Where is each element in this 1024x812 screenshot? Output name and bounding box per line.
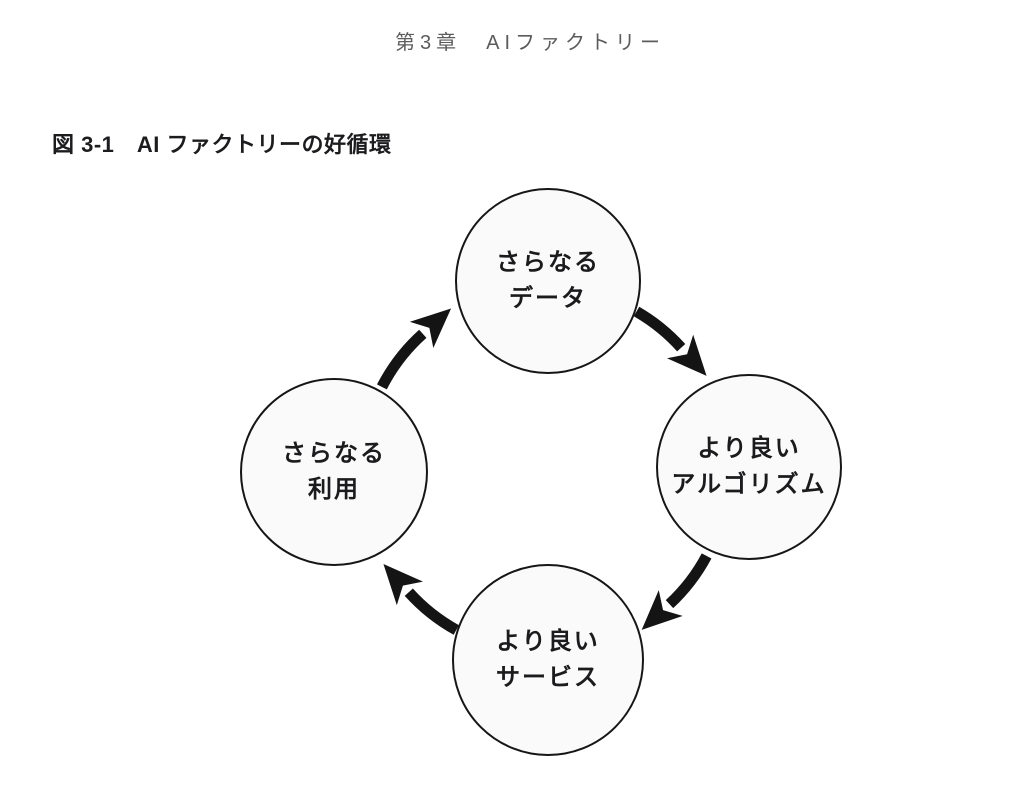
node-label-line: アルゴリズム <box>671 471 827 498</box>
arrow-service-to-usage <box>383 563 460 635</box>
node-label-line: より良い <box>697 435 801 463</box>
node-label-line: 利用 <box>308 476 360 503</box>
node-label-line: サービス <box>496 664 600 691</box>
node-label-line: より良い <box>496 628 600 656</box>
cycle-node-data: さらなる データ <box>455 188 641 374</box>
node-label-line: データ <box>509 285 587 312</box>
node-label-service: より良い サービス <box>496 624 600 695</box>
cycle-node-usage: さらなる 利用 <box>240 378 428 566</box>
node-label-algorithm: より良い アルゴリズム <box>671 431 826 502</box>
arrow-usage-to-data <box>377 308 452 390</box>
arrow-algorithm-to-service <box>641 553 712 630</box>
running-header: 第3章 AIファクトリー <box>394 32 666 54</box>
cycle-node-algorithm: より良い アルゴリズム <box>656 374 842 560</box>
node-label-usage: さらなる 利用 <box>282 436 386 507</box>
arrow-data-to-algorithm <box>633 306 707 376</box>
node-label-line: さらなる <box>496 249 600 277</box>
node-label-line: さらなる <box>282 440 386 468</box>
cycle-node-service: より良い サービス <box>452 564 644 756</box>
figure-title: 図 3-1 AI ファクトリーの好循環 <box>52 132 392 157</box>
node-label-data: さらなる データ <box>496 245 600 316</box>
